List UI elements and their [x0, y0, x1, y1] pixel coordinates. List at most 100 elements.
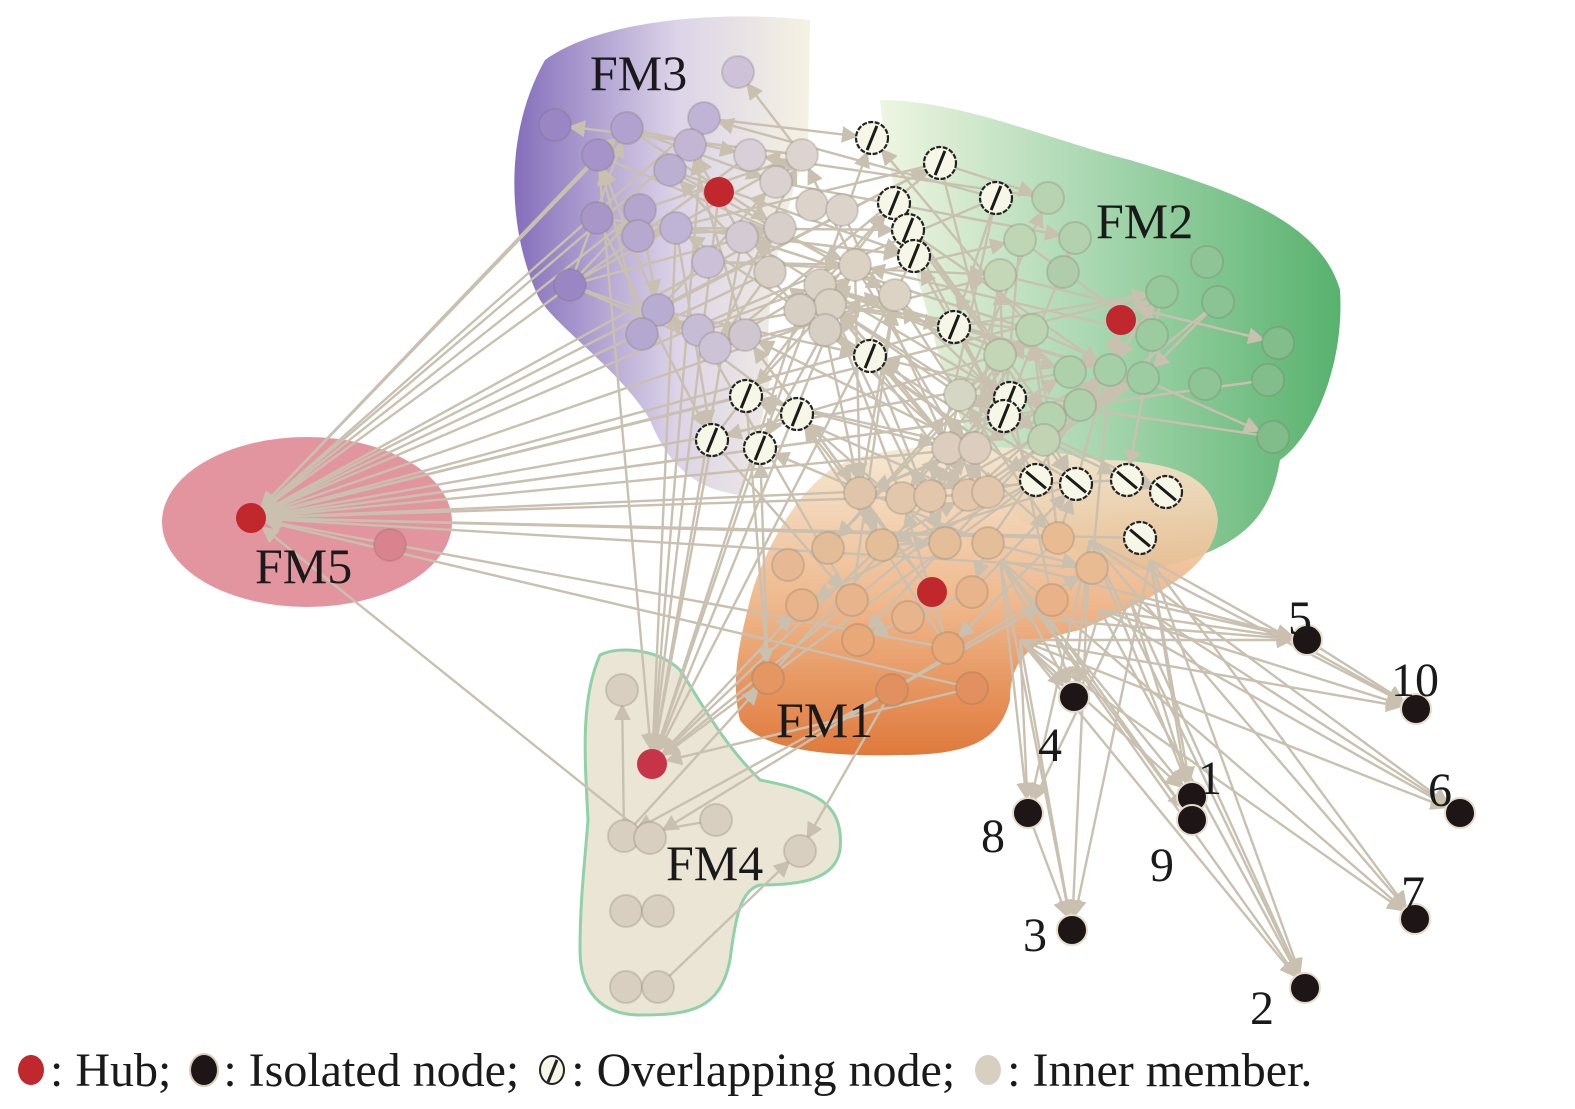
inner-member-node	[1046, 255, 1080, 289]
edge-to-isolated-10	[1019, 638, 1403, 713]
inner-member-node	[1031, 181, 1065, 215]
inner-member-node	[1145, 275, 1179, 309]
edge-to-fm5-hub	[263, 196, 997, 514]
inner-member-node	[698, 331, 732, 365]
inner-member-node	[1190, 245, 1224, 279]
cluster-region-fm3	[514, 16, 810, 496]
hub-node-fm3	[704, 177, 734, 207]
edge	[626, 126, 769, 221]
inner-member-node	[751, 661, 785, 695]
edge	[819, 283, 1058, 371]
edge-to-fm4-hub	[657, 255, 916, 753]
inner-member-node	[1135, 318, 1169, 352]
edge	[657, 860, 791, 988]
inner-member-node	[673, 128, 707, 162]
cluster-label-fm4: FM4	[666, 835, 763, 891]
edge	[724, 353, 1001, 440]
edge-to-isolated-9	[999, 559, 1185, 810]
edge-to-fm5-hub	[263, 270, 771, 513]
inner-member-node	[609, 894, 643, 928]
edge	[840, 312, 961, 396]
edge	[828, 295, 989, 493]
inner-member-node	[733, 138, 767, 172]
edge-to-fm5-hub	[264, 414, 1005, 523]
overlapping-node-slash	[705, 427, 719, 453]
inner-member-node	[633, 821, 667, 855]
inner-member-node	[1058, 221, 1092, 255]
overlapping-node-slash	[1155, 482, 1177, 502]
inner-member-node	[641, 293, 675, 327]
inner-member-node	[725, 220, 759, 254]
edge-to-fm5-hub	[264, 446, 976, 524]
edge	[999, 273, 1266, 345]
inner-member-node	[825, 193, 859, 227]
inner-member-node	[1075, 551, 1109, 585]
edge-8-to-3	[1026, 812, 1070, 918]
isolated-node-label-4: 4	[1038, 719, 1062, 772]
edge	[829, 304, 966, 439]
isolated-node-label-8: 8	[981, 810, 1005, 863]
inner-member-node	[581, 138, 615, 172]
hub-node-fm1	[917, 577, 947, 607]
overlapping-node-icon	[539, 1055, 566, 1085]
inner-member-node	[728, 318, 762, 352]
inner-member-node	[835, 583, 869, 617]
inner-member-node	[783, 834, 817, 868]
inner-member-node	[553, 268, 587, 302]
overlapping-node-slash	[739, 383, 753, 409]
inner-member-node	[943, 378, 977, 412]
isolated-node-icon	[191, 1055, 218, 1085]
overlapping-node-slash	[1116, 470, 1138, 490]
edge	[955, 197, 998, 315]
legend-item-inner: : Inner member.	[975, 1043, 1312, 1098]
inner-member-node	[687, 101, 721, 135]
edge	[635, 688, 893, 830]
inner-member-node	[1035, 583, 1069, 617]
overlapping-node-slash	[1129, 528, 1151, 548]
edge-to-fm4-hub	[647, 191, 721, 751]
overlapping-node-slash	[865, 125, 879, 151]
inner-member-node	[1251, 363, 1285, 397]
inner-member-node	[983, 338, 1017, 372]
inner-member-node	[808, 313, 842, 347]
inner-member-node	[1027, 423, 1061, 457]
edge-to-isolated-3	[1069, 559, 1152, 917]
overlapping-node-slash	[933, 150, 947, 176]
inner-member-node	[1053, 355, 1087, 389]
edge-to-isolated-6	[1129, 598, 1449, 806]
edge-to-fm5-hub	[263, 293, 896, 517]
inner-member-node	[1126, 361, 1160, 395]
legend-label-overlapping: : Overlapping node;	[571, 1043, 956, 1097]
edge-to-isolated-6	[1099, 608, 1449, 807]
cluster-label-fm2: FM2	[1096, 193, 1193, 249]
legend-label-isolated: : Isolated node;	[223, 1043, 520, 1097]
inner-member-node	[865, 528, 899, 562]
edge-to-isolated-3	[1064, 539, 1092, 917]
edge-to-isolated-10	[1149, 558, 1405, 703]
cluster-label-fm5: FM5	[255, 538, 352, 594]
overlapping-node-slash	[989, 185, 1003, 211]
edge-to-fm5-hub	[260, 117, 705, 510]
inner-member-node	[971, 526, 1005, 560]
isolated-node-label-5: 5	[1288, 592, 1312, 645]
edge-to-fm5-hub	[261, 209, 641, 510]
overlapping-node-slash	[947, 314, 961, 340]
edge-to-isolated-6	[1019, 638, 1448, 810]
isolated-node-10	[1400, 693, 1432, 725]
legend-label-inner: : Inner member.	[1007, 1043, 1313, 1097]
edge-to-fm5-hub	[263, 394, 747, 519]
inner-member-node	[1256, 420, 1290, 454]
inner-member-node	[771, 548, 805, 582]
overlapping-node-slash	[790, 401, 804, 427]
inner-member-node	[699, 803, 733, 837]
hub-node-fm2	[1106, 305, 1136, 335]
overlapping-node-slash	[753, 435, 767, 461]
edge	[661, 688, 893, 832]
edge-to-isolated-7	[1149, 559, 1408, 909]
inner-member-node	[538, 108, 572, 142]
edge-to-fm5-hub	[261, 144, 691, 510]
inner-member-node	[625, 317, 659, 351]
edge-to-isolated-8	[1018, 639, 1035, 800]
cluster-label-fm3: FM3	[590, 45, 687, 101]
